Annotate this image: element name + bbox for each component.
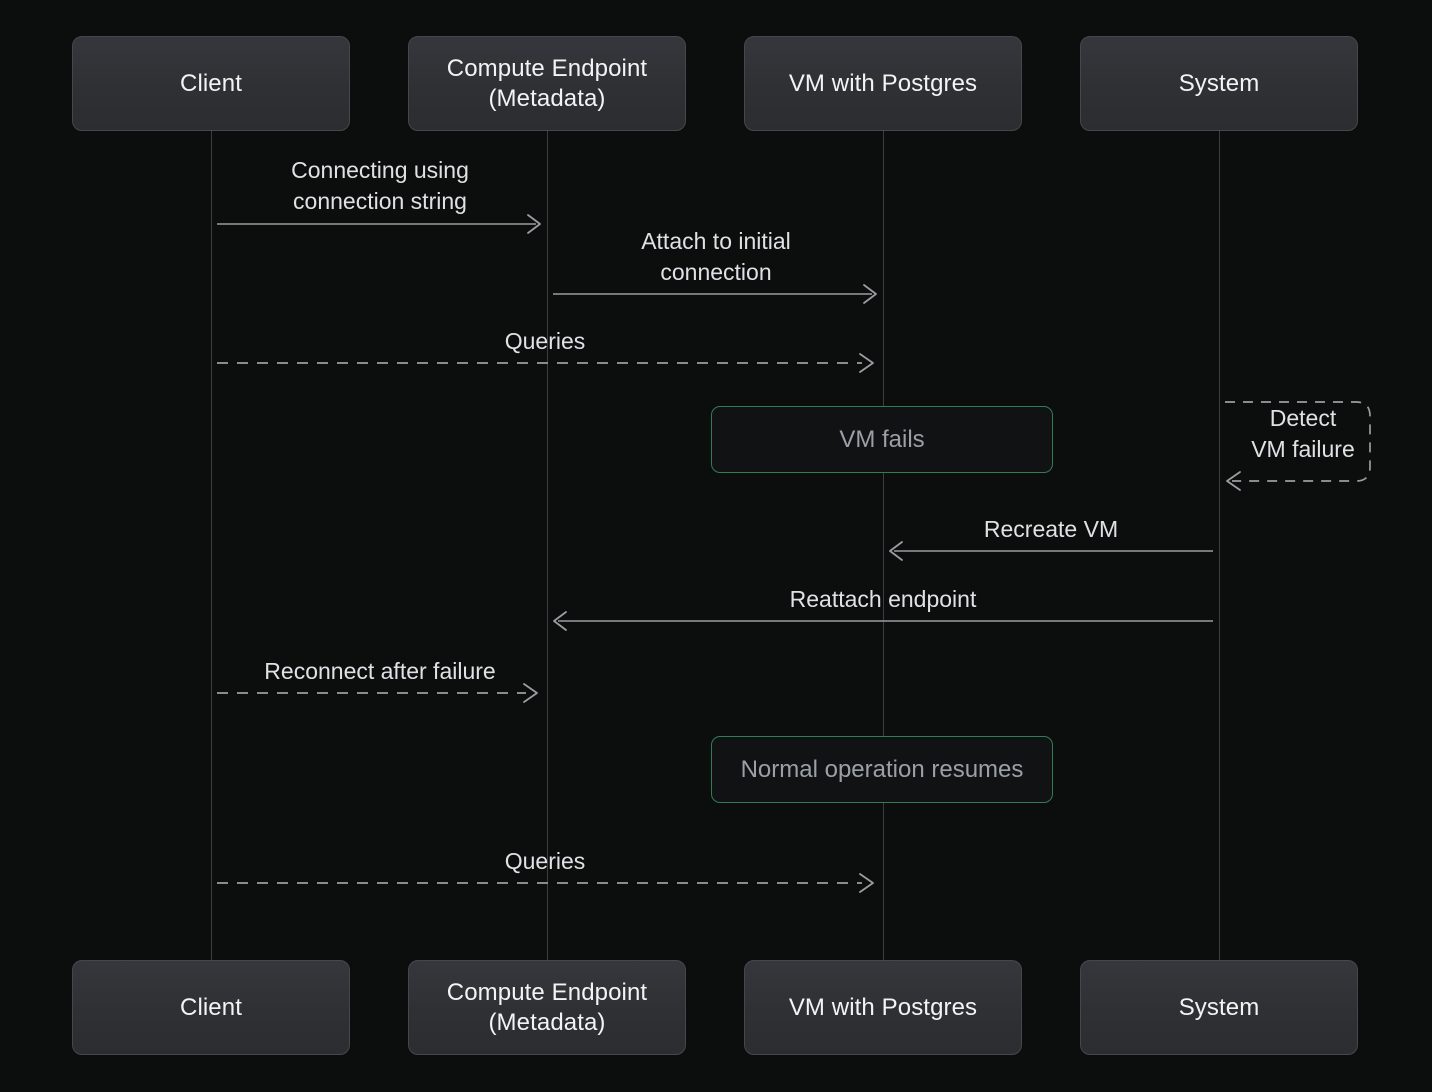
note-normal-operation-resumes: Normal operation resumes (711, 736, 1053, 803)
participant-vm-bottom[interactable]: VM with Postgres (744, 960, 1022, 1055)
participant-client-top-label: Client (180, 69, 242, 97)
participant-system-top-label: System (1178, 69, 1260, 97)
lifeline-client (211, 131, 212, 960)
arrow-queries-second (217, 873, 874, 893)
participant-client-bottom[interactable]: Client (72, 960, 350, 1055)
participant-vm-top-label: VM with Postgres (788, 69, 978, 97)
arrow-recreate-vm (889, 541, 1213, 561)
lifeline-endpoint (547, 131, 548, 960)
arrow-reconnect-after-failure (217, 683, 538, 703)
participant-endpoint-top-label-line2: (Metadata) (488, 84, 606, 112)
arrow-reattach-endpoint (553, 611, 1213, 631)
arrow-detect-vm-failure-self (1225, 401, 1371, 491)
note-normal-operation-resumes-label: Normal operation resumes (740, 755, 1024, 783)
participant-client-bottom-label: Client (180, 993, 242, 1021)
arrow-connecting-using-connection-string (217, 214, 541, 234)
participant-endpoint-top-label-line1: Compute Endpoint (446, 55, 648, 83)
note-vm-fails-label: VM fails (839, 425, 925, 453)
lifeline-vm (883, 131, 884, 960)
participant-endpoint-bottom-label-line1: Compute Endpoint (446, 979, 648, 1007)
participant-endpoint-bottom-label-line2: (Metadata) (488, 1008, 606, 1036)
arrow-queries-first (217, 353, 874, 373)
participant-vm-top[interactable]: VM with Postgres (744, 36, 1022, 131)
participant-system-bottom[interactable]: System (1080, 960, 1358, 1055)
participant-client-top[interactable]: Client (72, 36, 350, 131)
participant-endpoint-bottom[interactable]: Compute Endpoint (Metadata) (408, 960, 686, 1055)
participant-system-bottom-label: System (1178, 993, 1260, 1021)
participant-vm-bottom-label: VM with Postgres (788, 993, 978, 1021)
participant-endpoint-top[interactable]: Compute Endpoint (Metadata) (408, 36, 686, 131)
arrow-attach-to-initial-connection (553, 284, 877, 304)
note-vm-fails: VM fails (711, 406, 1053, 473)
lifeline-system (1219, 131, 1220, 960)
participant-system-top[interactable]: System (1080, 36, 1358, 131)
